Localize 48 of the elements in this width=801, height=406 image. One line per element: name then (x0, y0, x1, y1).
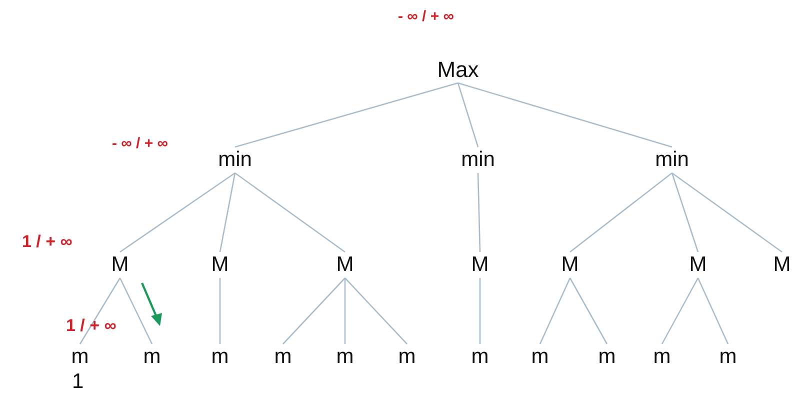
tree-edge (234, 172, 346, 253)
tree-node-label: m (719, 344, 737, 370)
tree-node-label: min (218, 147, 252, 173)
tree-node-label: m (598, 344, 616, 370)
bound-value: 1 / + ∞ (22, 232, 72, 252)
tree-node-label: m (471, 344, 489, 370)
tree-node-label: min (655, 147, 689, 173)
tree-node-label: m (336, 344, 354, 370)
tree-edge (344, 278, 408, 344)
tree-edge (477, 172, 481, 252)
tree-edge (457, 82, 479, 148)
tree-node-label: M (689, 252, 707, 278)
tree-node-label: min (461, 147, 495, 173)
tree-edge (344, 278, 346, 344)
tree-edge (672, 172, 782, 253)
tree-edge (479, 278, 481, 344)
tree-node-label: M (773, 252, 791, 278)
tree-node-label: Max (437, 57, 479, 83)
tree-node-label: M (211, 252, 229, 278)
tree-node-label: M (561, 252, 579, 278)
tree-edge (234, 82, 458, 148)
tree-edge (119, 278, 153, 344)
tree-edge (219, 278, 221, 344)
tree-node-label: m (398, 344, 416, 370)
tree-edge (219, 172, 236, 252)
tree-node-label: m (531, 344, 549, 370)
tree-edge (120, 172, 236, 253)
tree-node-label: m (274, 344, 292, 370)
tree-node-label: m (143, 344, 161, 370)
tree-edge (570, 172, 672, 253)
tree-edge (458, 82, 672, 148)
tree-edge (661, 278, 699, 344)
tree-node-label: m (71, 344, 89, 370)
tree-node-label: m (653, 344, 671, 370)
tree-edge (539, 278, 571, 344)
tree-node-label: M (471, 252, 489, 278)
tree-node-label: m (211, 344, 229, 370)
tree-edge (569, 278, 608, 344)
bound-value: - ∞ / + ∞ (398, 8, 454, 25)
tree-node-label: M (111, 252, 129, 278)
tree-edge (282, 278, 346, 344)
bound-value: - ∞ / + ∞ (112, 135, 168, 152)
tree-edge (671, 172, 699, 252)
tree-node-label: M (336, 252, 354, 278)
bound-value: 1 / + ∞ (66, 316, 116, 336)
node-value: 1 (72, 370, 84, 394)
tree-edge (697, 278, 729, 344)
tree-edge (79, 278, 121, 344)
